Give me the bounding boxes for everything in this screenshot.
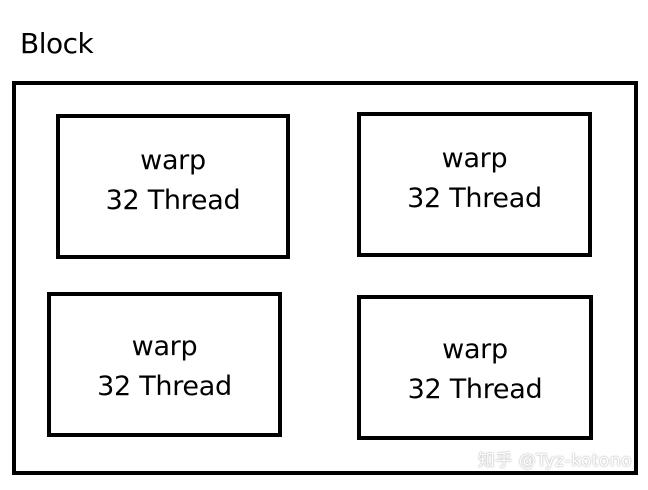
warp-thread-count: 32 Thread <box>407 373 543 405</box>
warp-title: warp <box>442 333 508 365</box>
warp-box: warp 32 Thread <box>357 112 592 257</box>
warp-box: warp 32 Thread <box>47 292 282 437</box>
watermark: 知乎 @Tyz-kotono <box>477 451 632 471</box>
warp-title: warp <box>140 144 206 176</box>
block-label: Block <box>20 27 94 60</box>
warp-thread-count: 32 Thread <box>97 370 232 402</box>
block-container <box>12 81 638 475</box>
warp-title: warp <box>441 142 508 174</box>
warp-box: warp 32 Thread <box>56 114 290 259</box>
warp-thread-count: 32 Thread <box>105 184 241 216</box>
warp-box: warp 32 Thread <box>357 295 593 440</box>
warp-thread-count: 32 Thread <box>407 182 542 214</box>
warp-title: warp <box>131 330 198 362</box>
